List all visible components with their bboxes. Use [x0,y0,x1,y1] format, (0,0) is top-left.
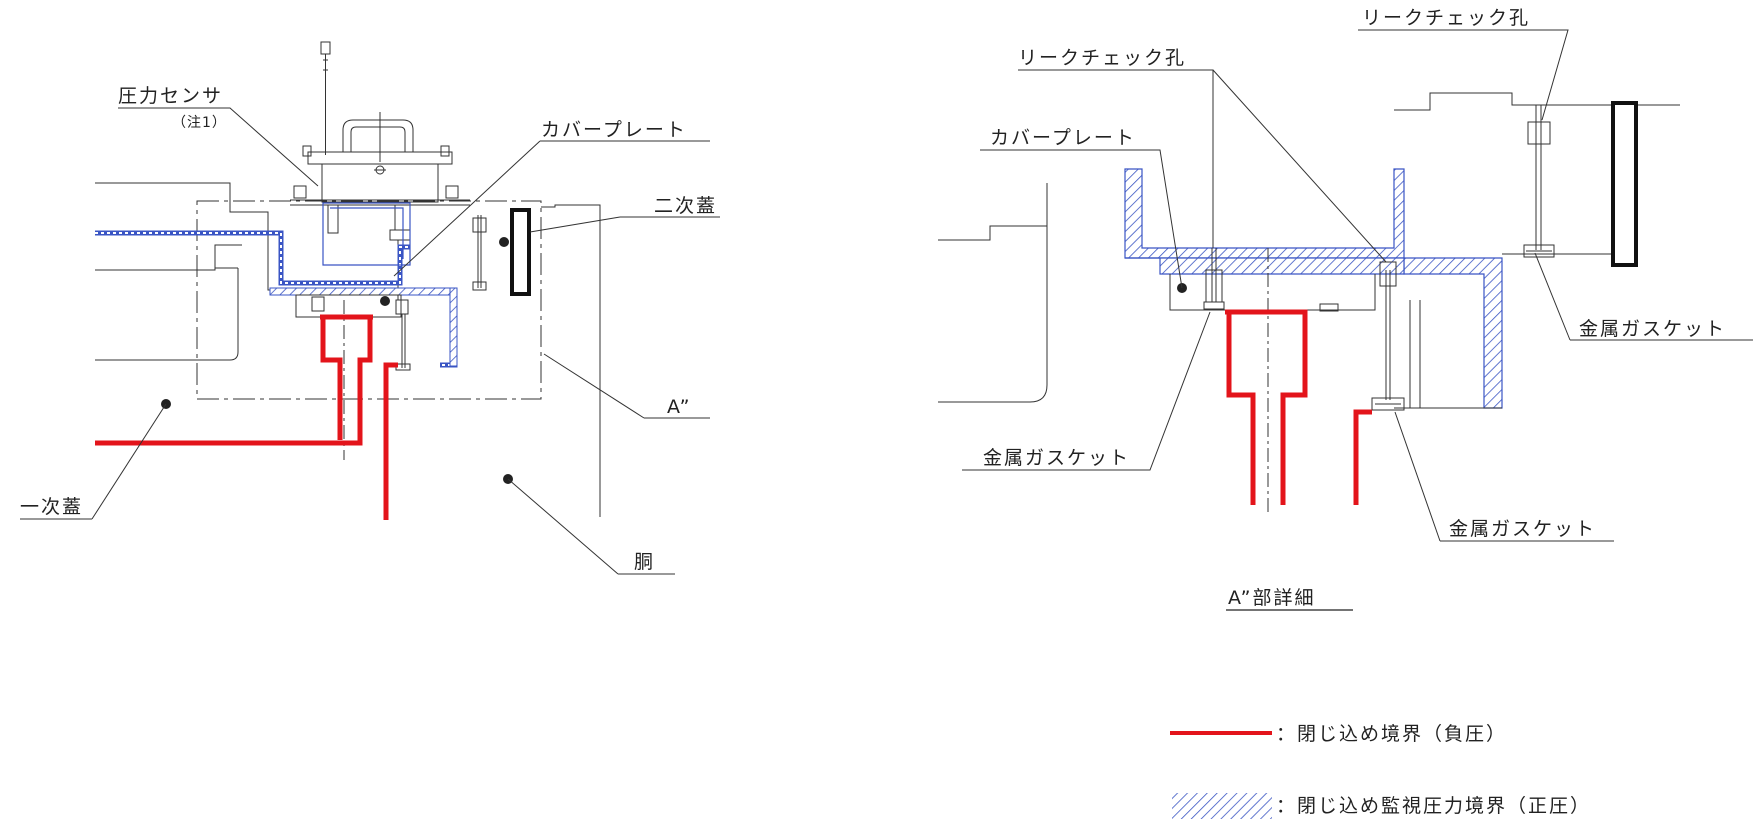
body-outline [541,204,601,517]
label-leak-check-top: リークチェック孔 [1362,7,1530,29]
label-metal-gasket-right: 金属ガスケット [1579,318,1726,340]
detail-view [938,92,1680,512]
containment-boundary-detail [1225,309,1372,505]
label-leak-check-mid: リークチェック孔 [1018,47,1186,69]
detail-title: A”部詳細 [1228,587,1316,609]
monitor-pressure-boundary-overall [95,202,458,368]
legend-blue-text: ：閉じ込め監視圧力境界（正圧） [1276,795,1591,817]
leader-lines [20,29,1753,575]
label-primary-lid: 一次蓋 [20,496,83,518]
cover-plate-hatched [1124,168,1503,409]
legend-blue-hatch-swatch [1172,793,1272,819]
pressure-sensor-assembly [290,41,470,300]
cover-plate-bolts [161,208,531,484]
label-metal-gasket-left: 金属ガスケット [983,447,1130,469]
label-cover-plate-left: カバープレート [541,119,687,141]
primary-lid-detail [938,183,1048,403]
containment-boundary-overall [95,314,398,520]
label-metal-gasket-bottom: 金属ガスケット [1449,518,1596,540]
primary-lid-outline [95,182,280,361]
label-body: 胴 [634,551,655,573]
detail-a-box [196,200,542,400]
legend: ：閉じ込め境界（負圧） ：閉じ込め監視圧力境界（正圧） [1170,723,1591,819]
label-cover-plate-right: カバープレート [990,127,1136,149]
label-note1: （注1） [172,115,227,131]
legend-red-text: ：閉じ込め境界（負圧） [1276,723,1507,745]
overall-view [95,41,601,520]
label-pressure-sensor: 圧力センサ [118,85,223,107]
label-a-marker: A” [667,396,692,418]
label-secondary-lid: 二次蓋 [654,195,717,217]
leak-check-holes-detail [1177,101,1638,411]
